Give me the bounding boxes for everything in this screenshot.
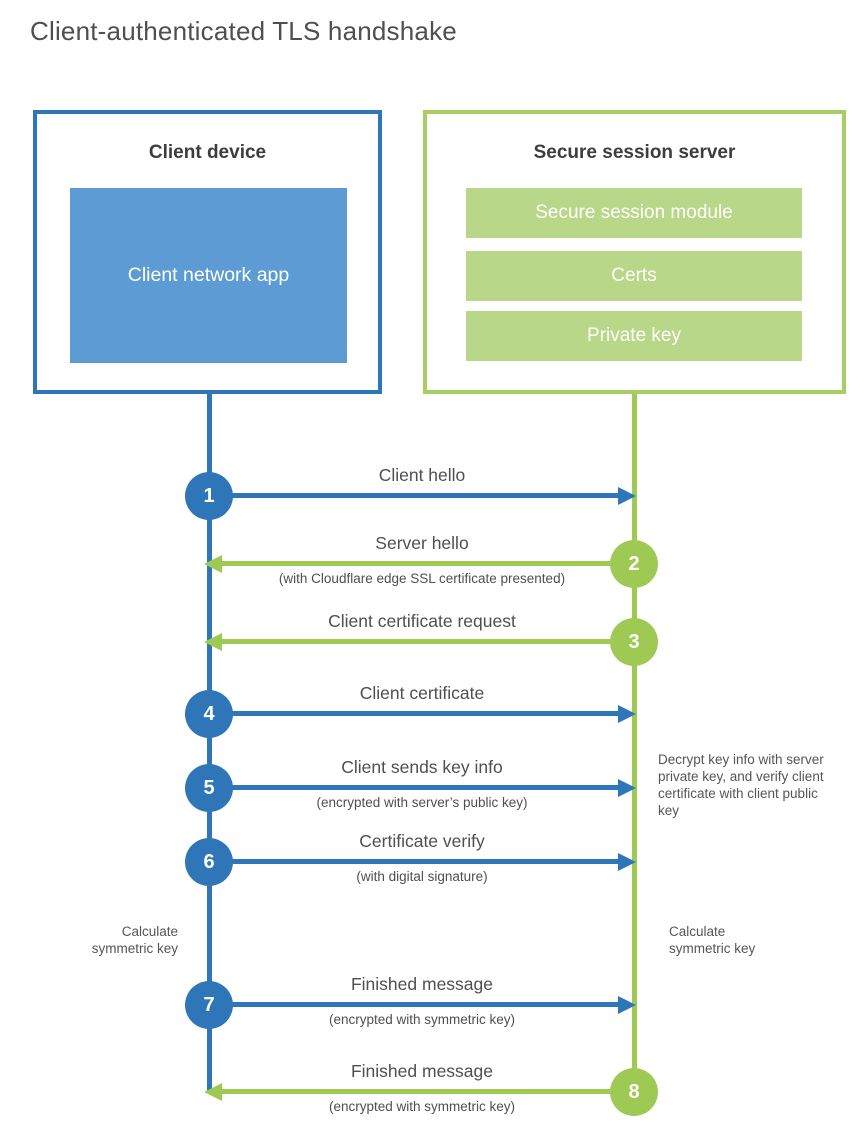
step-2-label: Server hello	[375, 533, 469, 553]
page-title: Client-authenticated TLS handshake	[30, 16, 457, 46]
server-title: Secure session server	[533, 142, 736, 163]
step-4-arrowhead-icon	[618, 705, 636, 723]
step-7-label: Finished message	[350, 974, 494, 994]
step-5-arrowhead-icon	[618, 779, 636, 797]
step-3-badge: 3	[610, 618, 658, 666]
server-lifeline	[632, 394, 637, 1092]
step-6-sublabel: (with digital signature)	[356, 869, 488, 884]
step-4-arrow	[230, 711, 618, 716]
step-8-arrow	[222, 1089, 610, 1094]
step-3-arrowhead-icon	[204, 633, 222, 651]
step-1-arrow	[230, 493, 618, 498]
step-8-badge: 8	[610, 1068, 658, 1116]
step-6-arrow	[230, 859, 618, 864]
step-6-badge: 6	[185, 838, 233, 886]
client-lifeline	[207, 394, 212, 1092]
server-box: Secure session server Secure session mod…	[423, 110, 846, 394]
step-7-badge: 7	[185, 981, 233, 1029]
note-calculate-symmetric-key-client: Calculate symmetric key	[91, 924, 178, 957]
step-5-arrow	[230, 785, 618, 790]
step-2-arrow	[222, 561, 610, 566]
note-calculate-symmetric-key-server: Calculate symmetric key	[669, 924, 756, 957]
step-5-badge: 5	[185, 764, 233, 812]
step-1-arrowhead-icon	[618, 487, 636, 505]
step-2-sublabel: (with Cloudflare edge SSL certificate pr…	[278, 571, 566, 586]
step-4-badge: 4	[185, 690, 233, 738]
step-8-label: Finished message	[350, 1061, 494, 1081]
step-8-arrowhead-icon	[204, 1083, 222, 1101]
client-network-app-label: Client network app	[127, 264, 290, 287]
server-module-bar: Certs	[466, 251, 802, 301]
step-1-badge: 1	[185, 472, 233, 520]
step-8-sublabel: (encrypted with symmetric key)	[328, 1099, 516, 1114]
client-network-app-box: Client network app	[70, 188, 347, 363]
step-2-arrowhead-icon	[204, 555, 222, 573]
step-3-label: Client certificate request	[328, 611, 516, 631]
step-2-badge: 2	[610, 540, 658, 588]
server-module-bar: Private key	[466, 311, 802, 361]
server-module-bar: Secure session module	[466, 188, 802, 238]
note-decrypt-key-info: Decrypt key info with server private key…	[658, 752, 824, 819]
step-5-sublabel: (encrypted with server’s public key)	[316, 795, 528, 810]
step-7-arrowhead-icon	[618, 996, 636, 1014]
step-6-label: Certificate verify	[359, 831, 485, 851]
step-6-arrowhead-icon	[618, 853, 636, 871]
step-7-arrow	[230, 1002, 618, 1007]
step-4-label: Client certificate	[359, 683, 485, 703]
step-1-label: Client hello	[378, 465, 466, 485]
step-3-arrow	[222, 639, 610, 644]
client-device-title: Client device	[148, 142, 267, 163]
client-device-box: Client device Client network app	[33, 110, 382, 394]
step-7-sublabel: (encrypted with symmetric key)	[328, 1012, 516, 1027]
step-5-label: Client sends key info	[341, 757, 503, 777]
